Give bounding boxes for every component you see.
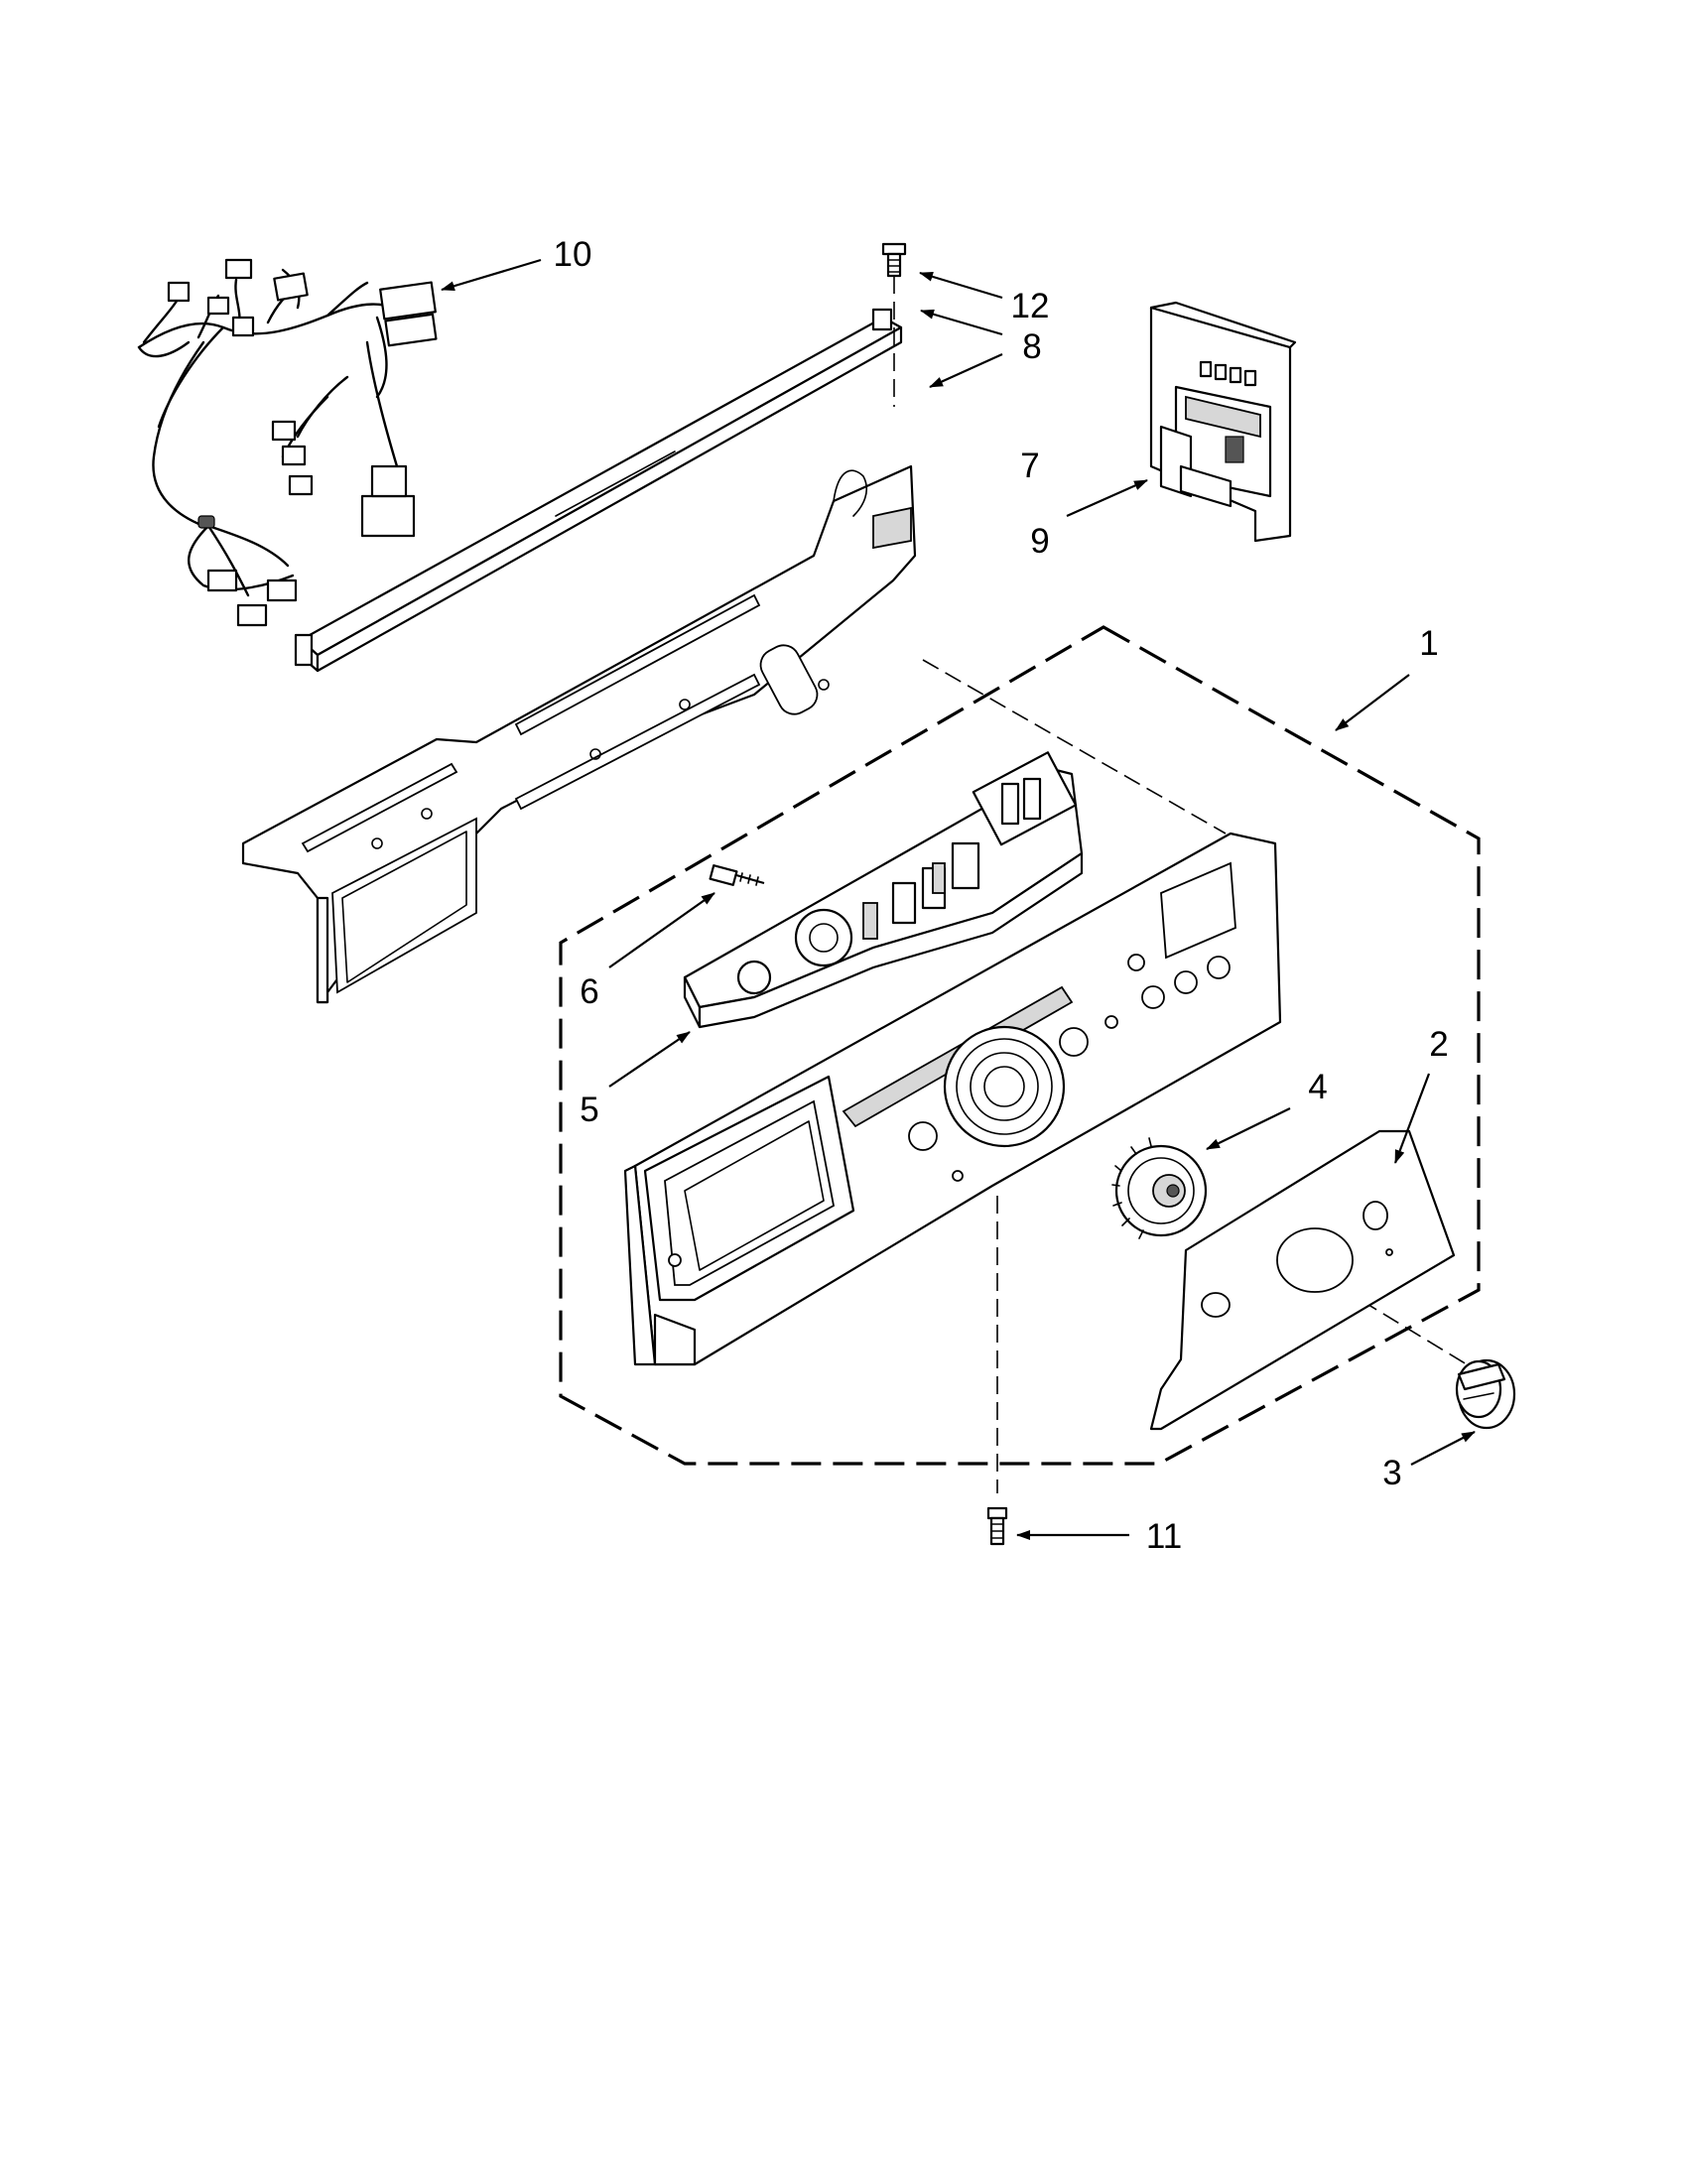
callout-9: 9 bbox=[1030, 522, 1049, 561]
control-knob[interactable] bbox=[1455, 1358, 1516, 1430]
console-panel[interactable] bbox=[623, 832, 1282, 1366]
assembly-outline-dashed bbox=[559, 625, 1481, 1466]
console-trim-overlay[interactable] bbox=[1149, 1129, 1456, 1431]
callout-4: 4 bbox=[1308, 1068, 1327, 1106]
callout-7: 7 bbox=[1020, 447, 1039, 485]
callout-1: 1 bbox=[1419, 624, 1438, 663]
callout-5: 5 bbox=[580, 1091, 598, 1129]
callout-leaders bbox=[441, 258, 1476, 1540]
callout-labels: 1 2 3 4 5 6 7 8 9 10 11 12 bbox=[554, 235, 1449, 1556]
callout-6: 6 bbox=[580, 972, 598, 1011]
callout-2: 2 bbox=[1429, 1025, 1448, 1064]
callout-3: 3 bbox=[1382, 1454, 1401, 1492]
knob-encoder[interactable] bbox=[1111, 1137, 1208, 1239]
screw-bottom[interactable] bbox=[986, 1506, 1008, 1546]
callout-12: 12 bbox=[1011, 287, 1050, 325]
screw-top[interactable] bbox=[881, 242, 907, 278]
callout-10: 10 bbox=[554, 235, 592, 274]
electronic-control-module[interactable] bbox=[1149, 301, 1297, 543]
callout-11: 11 bbox=[1146, 1517, 1182, 1556]
alignment-line-console bbox=[922, 659, 1227, 835]
callout-8: 8 bbox=[1022, 327, 1041, 366]
wire-harness[interactable] bbox=[137, 258, 438, 627]
control-panel-frame[interactable] bbox=[241, 464, 917, 1004]
user-interface-board[interactable] bbox=[683, 751, 1084, 1029]
top-bracket-rail[interactable] bbox=[294, 308, 903, 673]
screw-board[interactable] bbox=[709, 864, 765, 886]
